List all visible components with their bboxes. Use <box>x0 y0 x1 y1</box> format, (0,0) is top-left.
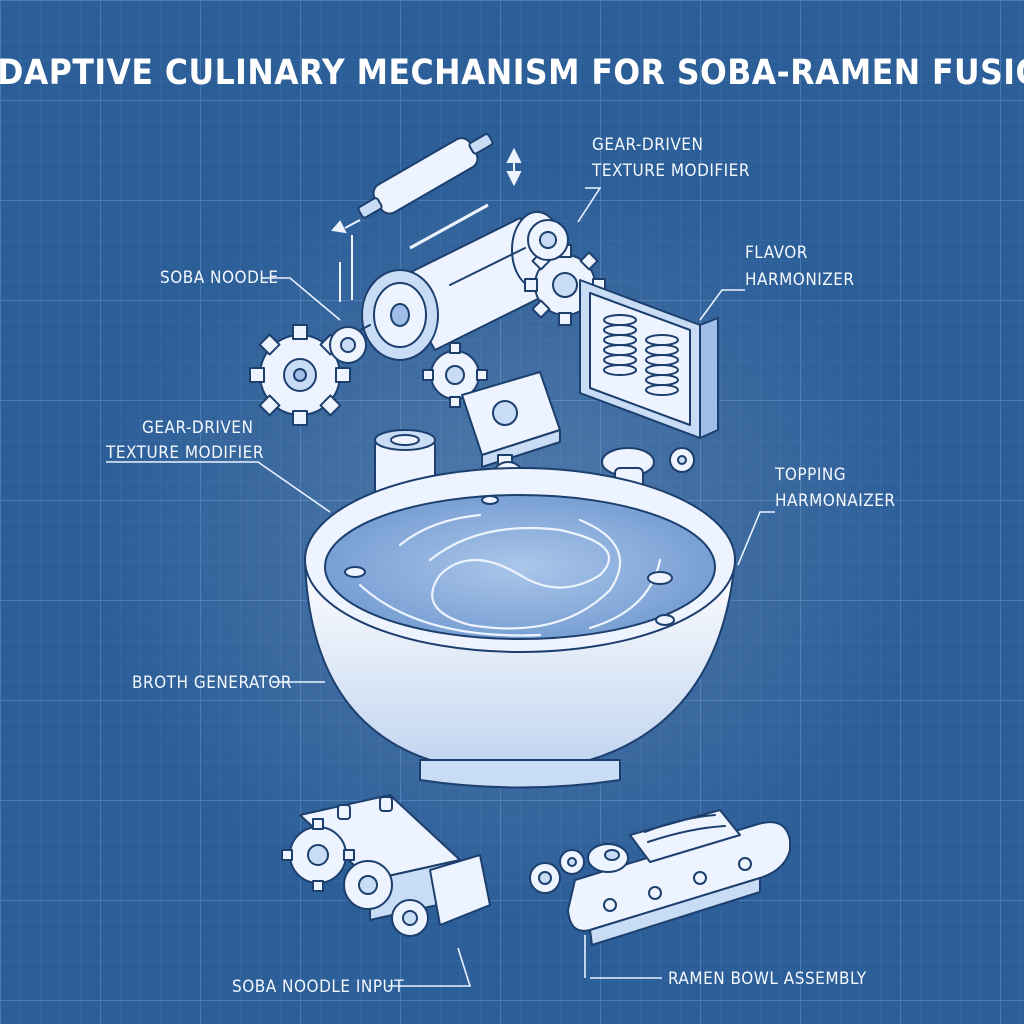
leader-flavor <box>699 289 745 321</box>
leader-soba-input <box>388 947 472 987</box>
soba-noodle-input-machine <box>299 794 491 926</box>
motion-arrows <box>331 147 522 302</box>
conveyor-icon <box>567 809 791 946</box>
leader-topping <box>737 511 775 566</box>
leader-soba-noodle <box>262 277 341 321</box>
top-rolling-pin <box>357 133 494 219</box>
label-flavor-2: HARMONIZER <box>745 270 855 290</box>
gear-icon <box>559 849 585 875</box>
central-bracket <box>461 371 561 496</box>
label-ramen-bowl-assembly: RAMEN BOWL ASSEMBLY <box>668 969 867 989</box>
label-broth-generator: BROTH GENERATOR <box>132 673 292 693</box>
spring-icon <box>603 314 679 396</box>
label-gear-left-1: GEAR-DRIVEN <box>142 418 253 438</box>
gear-icon <box>391 899 429 937</box>
gear-icon <box>669 447 695 473</box>
gear-icon <box>527 219 569 261</box>
flavor-harmonizer-unit <box>579 279 719 439</box>
diagram-title: ADAPTIVE CULINARY MECHANISM FOR SOBA-RAM… <box>0 53 1024 93</box>
leader-lines <box>106 187 775 987</box>
leader-gear-left <box>106 461 331 513</box>
label-flavor-1: FLAVOR <box>745 243 808 263</box>
egg-icon <box>587 843 629 873</box>
gear-icon <box>249 324 351 426</box>
label-soba-noodle-input: SOBA NOODLE INPUT <box>232 977 404 997</box>
gear-icon <box>529 862 561 894</box>
leader-gear-top <box>577 187 602 223</box>
label-gear-top-2: TEXTURE MODIFIER <box>591 161 750 181</box>
gear-icon <box>422 342 488 408</box>
label-gear-top-1: GEAR-DRIVEN <box>592 135 703 155</box>
label-topping-2: HARMONAIZER <box>775 491 896 511</box>
gear-icon <box>343 860 393 910</box>
label-soba-noodle: SOBA NOODLE <box>160 268 279 288</box>
broth-swirl <box>358 513 662 637</box>
gear-icon <box>281 818 355 892</box>
gear-icon <box>329 326 367 364</box>
bowl-icon <box>304 467 736 789</box>
label-gear-left-2: TEXTURE MODIFIER <box>105 443 264 463</box>
label-topping-1: TOPPING <box>774 465 846 485</box>
